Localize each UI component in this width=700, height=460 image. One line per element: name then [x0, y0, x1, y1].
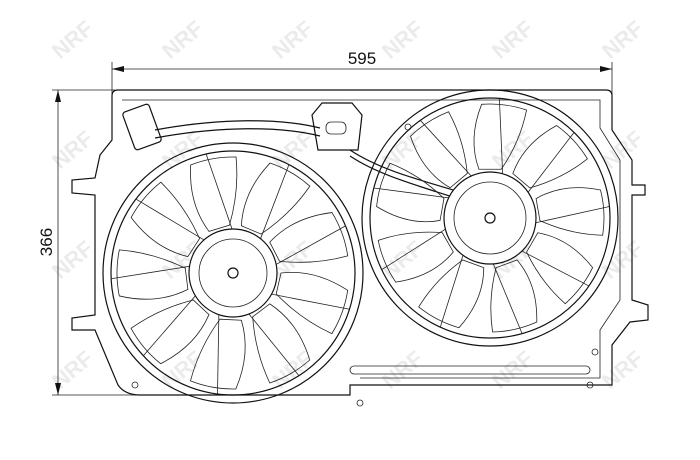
watermark-text: NRF	[377, 126, 428, 174]
fan-strut	[527, 132, 575, 193]
fan-strut	[498, 98, 504, 174]
fan-blade	[116, 249, 189, 300]
width-dimension: 595	[111, 49, 613, 100]
fan-strut	[271, 293, 350, 310]
fan-blade	[418, 259, 485, 329]
watermark-text: NRF	[377, 346, 428, 394]
fan-hub	[443, 171, 537, 265]
right-fan	[361, 89, 619, 347]
fan-strut	[260, 164, 290, 239]
left-fan	[102, 142, 364, 404]
fan-ring-inner	[369, 97, 611, 339]
fan-ring-outer	[102, 142, 364, 404]
fan-blade	[130, 299, 210, 365]
fan-strut	[143, 295, 196, 357]
fan-blade	[190, 156, 238, 232]
fan-blade	[490, 259, 538, 333]
fan-strut	[135, 198, 205, 241]
watermark-text: NRF	[487, 16, 538, 64]
width-dimension-label: 595	[348, 49, 376, 68]
fan-strut	[248, 313, 300, 376]
fan-hub	[188, 228, 278, 318]
watermark-text: NRF	[377, 16, 428, 64]
watermark-text: NRF	[157, 16, 208, 64]
fan-blade	[130, 181, 200, 258]
height-dimension: 366	[37, 89, 140, 396]
watermark-text: NRF	[47, 346, 98, 394]
fan-blade	[240, 162, 311, 235]
watermark-text: NRF	[157, 126, 208, 174]
fan-ring-inner	[110, 150, 356, 396]
fan-blade	[535, 187, 605, 236]
fan-blade	[512, 125, 588, 189]
fan-strut	[111, 265, 190, 280]
watermark-text: NRF	[487, 346, 538, 394]
fan-strut	[373, 187, 449, 199]
fan-blade	[377, 231, 454, 283]
fan-strut	[275, 225, 346, 265]
fan-strut	[381, 228, 446, 271]
motor-housing	[198, 238, 268, 308]
fan-blade	[410, 111, 468, 189]
fan-blade	[526, 232, 594, 305]
watermark-logos: NRF NRF NRF NRF NRF NRF NRF NRF NRF NRF NRF NRF NRF N…	[47, 16, 648, 394]
fan-blade	[473, 103, 528, 170]
fan-blade	[189, 318, 246, 390]
watermark-text: NRF	[597, 126, 648, 174]
watermark-text: NRF	[47, 16, 98, 64]
wiring-harness	[122, 102, 471, 203]
watermark-text: NRF	[267, 16, 318, 64]
fan-strut	[419, 120, 472, 177]
motor-shaft	[484, 212, 496, 224]
fan-strut	[535, 206, 610, 224]
height-dimension-label: 366	[37, 228, 56, 256]
fan-strut	[217, 314, 220, 395]
watermark-text: NRF	[47, 126, 98, 174]
fan-blade	[252, 303, 311, 384]
watermark-text: NRF	[597, 16, 648, 64]
watermark-text: NRF	[597, 236, 648, 284]
fan-ring-outer	[361, 89, 619, 347]
fan-strut	[205, 153, 233, 230]
fan-blade	[376, 162, 445, 223]
shroud-frame	[71, 89, 649, 407]
watermark-text: NRF	[597, 346, 648, 394]
fan-blade	[269, 212, 349, 263]
watermark-text: NRF	[267, 346, 318, 394]
fan-blade	[275, 272, 349, 335]
fan-strut	[439, 255, 464, 328]
fan-strut	[492, 263, 523, 334]
motor-shaft	[227, 267, 239, 279]
motor-housing	[453, 181, 527, 255]
fan-strut	[521, 250, 590, 287]
